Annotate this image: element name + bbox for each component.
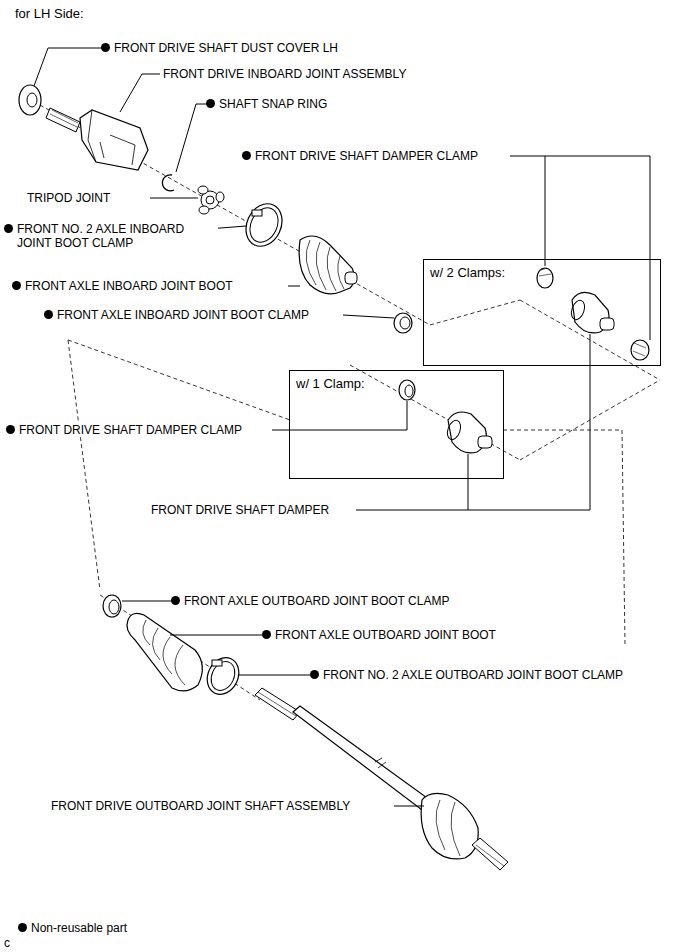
part-label: FRONT AXLE INBOARD JOINT BOOT CLAMP (44, 308, 310, 322)
box-heading: w/ 2 Clamps: (430, 265, 505, 280)
part-name: FRONT DRIVE SHAFT DAMPER CLAMP (18, 423, 243, 437)
part-label: FRONT DRIVE SHAFT DUST COVER LH (101, 41, 339, 55)
part-name: FRONT DRIVE SHAFT DUST COVER LH (113, 41, 339, 55)
part-label: FRONT NO. 2 AXLE OUTBOARD JOINT BOOT CLA… (310, 668, 624, 682)
non-reusable-mark (262, 630, 271, 639)
part-name: FRONT DRIVE SHAFT DAMPER (150, 503, 330, 517)
part-label: FRONT AXLE OUTBOARD JOINT BOOT (262, 628, 497, 642)
part-name: FRONT NO. 2 AXLE INBOARD JOINT BOOT CLAM… (16, 222, 218, 250)
part-label: FRONT DRIVE SHAFT DAMPER CLAMP (6, 423, 243, 437)
part-label: FRONT AXLE OUTBOARD JOINT BOOT CLAMP (171, 594, 450, 608)
part-label: FRONT DRIVE SHAFT DAMPER CLAMP (242, 149, 479, 163)
part-name: FRONT DRIVE INBOARD JOINT ASSEMBLY (162, 67, 407, 81)
part-label: FRONT DRIVE SHAFT DAMPER (150, 503, 330, 517)
legend-entry: Non-reusable part (18, 921, 128, 935)
part-name: FRONT AXLE OUTBOARD JOINT BOOT (274, 628, 497, 642)
non-reusable-mark (12, 281, 21, 290)
part-label: FRONT AXLE INBOARD JOINT BOOT (12, 279, 234, 293)
non-reusable-mark (242, 151, 251, 160)
part-name: FRONT AXLE OUTBOARD JOINT BOOT CLAMP (183, 594, 450, 608)
part-name: c (3, 936, 11, 950)
part-name: SHAFT SNAP RING (218, 97, 328, 111)
part-label: SHAFT SNAP RING (206, 97, 328, 111)
non-reusable-mark (206, 99, 215, 108)
part-label: c (3, 936, 11, 950)
part-name: FRONT AXLE INBOARD JOINT BOOT (24, 279, 234, 293)
variant-box: w/ 2 Clamps: (423, 259, 661, 366)
part-label: FRONT DRIVE INBOARD JOINT ASSEMBLY (162, 67, 407, 81)
non-reusable-mark (171, 596, 180, 605)
part-name: FRONT AXLE INBOARD JOINT BOOT CLAMP (56, 308, 310, 322)
part-name: FRONT DRIVE SHAFT DAMPER CLAMP (254, 149, 479, 163)
part-name: TRIPOD JOINT (26, 191, 111, 205)
non-reusable-mark (44, 310, 53, 319)
part-label: TRIPOD JOINT (26, 191, 111, 205)
part-name: FRONT DRIVE OUTBOARD JOINT SHAFT ASSEMBL… (50, 799, 351, 813)
variant-box: w/ 1 Clamp: (289, 370, 504, 479)
part-label: FRONT NO. 2 AXLE INBOARD JOINT BOOT CLAM… (4, 222, 218, 250)
legend-mark (18, 923, 27, 932)
legend-text: Non-reusable part (30, 921, 128, 935)
non-reusable-mark (6, 425, 15, 434)
non-reusable-mark (101, 43, 110, 52)
non-reusable-mark (310, 670, 319, 679)
part-label: FRONT DRIVE OUTBOARD JOINT SHAFT ASSEMBL… (50, 799, 351, 813)
part-name: FRONT NO. 2 AXLE OUTBOARD JOINT BOOT CLA… (322, 668, 624, 682)
diagram-title: for LH Side: (15, 6, 84, 21)
non-reusable-mark (4, 224, 13, 233)
box-heading: w/ 1 Clamp: (296, 376, 365, 391)
